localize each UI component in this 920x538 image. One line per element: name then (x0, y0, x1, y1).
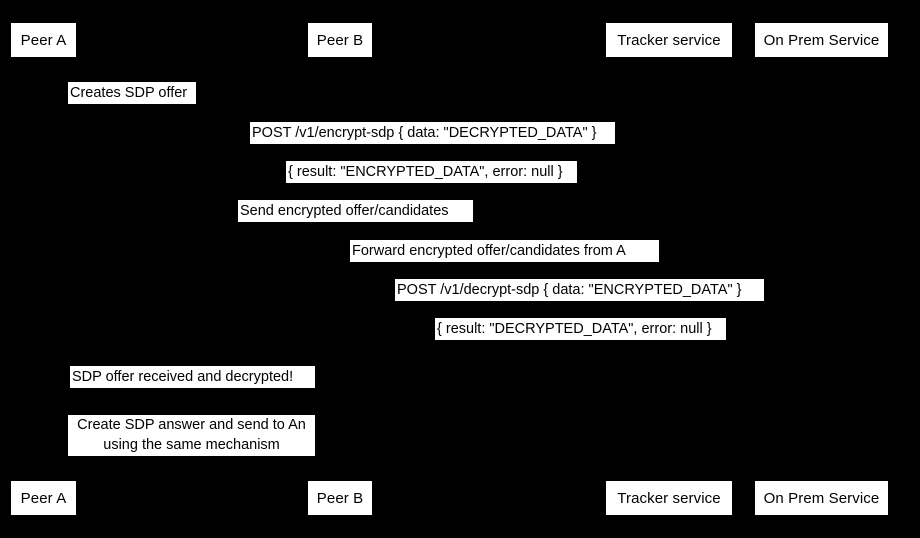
lifeline-stem-on-prem-service (821, 57, 822, 480)
lifeline-footer-peer-b-label: Peer B (316, 489, 364, 507)
message-post-encrypt-sdp[interactable]: POST /v1/encrypt-sdp { data: "DECRYPTED_… (250, 122, 615, 144)
lifeline-header-peer-b[interactable]: Peer B (307, 22, 373, 58)
message-create-sdp-answer[interactable]: Create SDP answer and send to An using t… (68, 415, 315, 456)
message-encrypt-sdp-result[interactable]: { result: "ENCRYPTED_DATA", error: null … (286, 161, 577, 183)
lifeline-header-peer-a[interactable]: Peer A (10, 22, 77, 58)
lifeline-footer-peer-a-label: Peer A (20, 489, 67, 507)
message-send-encrypted-offer[interactable]: Send encrypted offer/candidates (238, 200, 473, 222)
message-decrypt-sdp-result[interactable]: { result: "DECRYPTED_DATA", error: null … (435, 318, 726, 340)
lifeline-header-on-prem-service-label: On Prem Service (763, 31, 880, 49)
lifeline-footer-on-prem-service-label: On Prem Service (763, 489, 880, 507)
message-forward-encrypted-offer[interactable]: Forward encrypted offer/candidates from … (350, 240, 659, 262)
lifeline-stem-peer-a (43, 57, 44, 480)
lifeline-header-tracker-service-label: Tracker service (617, 31, 721, 49)
lifeline-header-tracker-service[interactable]: Tracker service (605, 22, 733, 58)
lifeline-footer-tracker-service-label: Tracker service (617, 489, 721, 507)
message-creates-sdp-offer[interactable]: Creates SDP offer (68, 82, 196, 104)
lifeline-header-peer-b-label: Peer B (316, 31, 364, 49)
message-create-sdp-answer-line-2: using the same mechanism (103, 437, 280, 453)
lifeline-footer-on-prem-service[interactable]: On Prem Service (754, 480, 889, 516)
lifeline-stem-peer-b (340, 57, 341, 480)
lifeline-stem-tracker-service (669, 57, 670, 480)
message-post-decrypt-sdp[interactable]: POST /v1/decrypt-sdp { data: "ENCRYPTED_… (395, 279, 764, 301)
lifeline-header-peer-a-label: Peer A (20, 31, 67, 49)
lifeline-header-on-prem-service[interactable]: On Prem Service (754, 22, 889, 58)
lifeline-footer-peer-b[interactable]: Peer B (307, 480, 373, 516)
message-sdp-offer-received[interactable]: SDP offer received and decrypted! (70, 366, 315, 388)
lifeline-footer-peer-a[interactable]: Peer A (10, 480, 77, 516)
lifeline-footer-tracker-service[interactable]: Tracker service (605, 480, 733, 516)
message-create-sdp-answer-line-1: Create SDP answer and send to An (77, 417, 306, 433)
